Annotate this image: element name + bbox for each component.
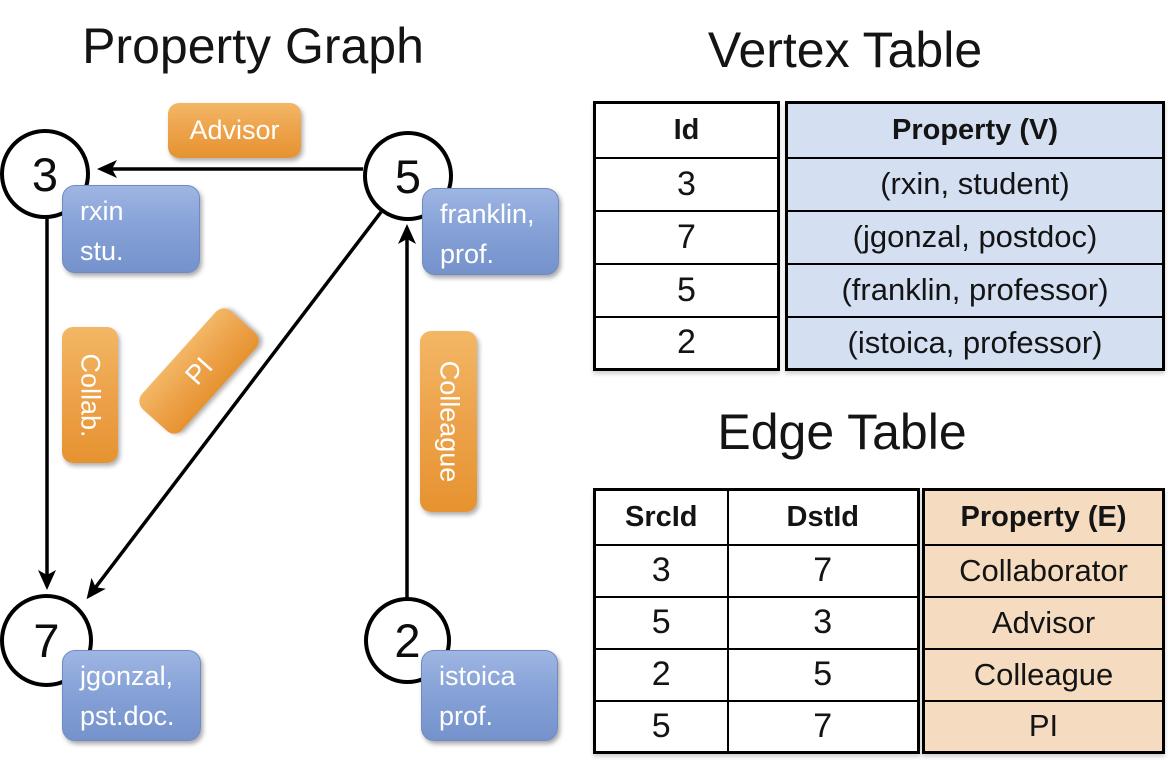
vertex-table-property-column: Property (V) (rxin, student) (jgonzal, p… xyxy=(785,101,1165,371)
edge-line-pi-5-to-7 xyxy=(86,210,383,600)
edge-table-header-dstid: DstId xyxy=(726,488,920,546)
vertex-property-line: rxin xyxy=(80,196,124,226)
vertex-property-line: jgonzal, xyxy=(80,661,174,691)
edge-table-header-property: Property (E) xyxy=(922,488,1165,546)
edge-label-colleague: Colleague xyxy=(420,331,477,512)
graph-edge-arrows xyxy=(38,160,416,600)
vertex-property-line: franklin, xyxy=(440,199,535,229)
edge-table-title: Edge Table xyxy=(717,404,967,460)
edge-dstid-cell: 5 xyxy=(726,647,920,702)
edge-table-id-columns: SrcId DstId 3 7 5 3 2 5 5 7 xyxy=(593,488,920,754)
vertex-property-box-2: istoica prof. xyxy=(421,650,558,741)
edge-label-text: Advisor xyxy=(189,115,280,145)
edge-srcid-cell: 5 xyxy=(593,595,729,650)
vertex-id-cell: 2 xyxy=(593,315,780,371)
vertex-property-line: istoica xyxy=(439,661,516,691)
edge-dstid-cell: 7 xyxy=(726,699,920,754)
edge-property-cell: Advisor xyxy=(922,595,1165,650)
vertex-property-box-7: jgonzal, pst.doc. xyxy=(62,650,201,741)
graph-node-2: 2 xyxy=(364,597,451,684)
vertex-table-header-id: Id xyxy=(593,101,780,159)
vertex-table-title: Vertex Table xyxy=(707,22,983,78)
edge-property-cell: Collaborator xyxy=(922,543,1165,598)
vertex-table-id-column: Id 3 7 5 2 xyxy=(593,101,780,371)
vertex-property-cell: (rxin, student) xyxy=(785,156,1165,212)
edge-dstid-cell: 7 xyxy=(726,543,920,598)
vertex-property-line: prof. xyxy=(440,239,495,269)
edge-srcid-cell: 5 xyxy=(593,699,729,754)
vertex-property-line: prof. xyxy=(439,701,494,731)
edge-table-header-srcid: SrcId xyxy=(593,488,729,546)
edge-label-advisor: Advisor xyxy=(168,103,301,158)
vertex-property-box-5: franklin, prof. xyxy=(422,188,559,275)
edge-label-collab: Collab. xyxy=(62,327,118,463)
vertex-property-line: stu. xyxy=(80,236,124,266)
edge-dstid-cell: 3 xyxy=(726,595,920,650)
vertex-property-line: pst.doc. xyxy=(80,701,175,731)
vertex-property-box-3: rxin stu. xyxy=(62,185,200,273)
edge-table-property-column: Property (E) Collaborator Advisor Collea… xyxy=(922,488,1165,754)
edge-label-text: Colleague xyxy=(434,360,464,483)
edge-srcid-cell: 2 xyxy=(593,647,729,702)
vertex-table-header-property: Property (V) xyxy=(785,101,1165,159)
vertex-id-cell: 3 xyxy=(593,156,780,212)
vertex-id-cell: 5 xyxy=(593,262,780,318)
vertex-property-cell: (istoica, professor) xyxy=(785,315,1165,371)
vertex-id-cell: 7 xyxy=(593,209,780,265)
vertex-property-cell: (franklin, professor) xyxy=(785,262,1165,318)
vertex-property-cell: (jgonzal, postdoc) xyxy=(785,209,1165,265)
edge-property-cell: PI xyxy=(922,699,1165,754)
edge-label-text: Collab. xyxy=(75,352,106,438)
edge-property-cell: Colleague xyxy=(922,647,1165,702)
edge-label-text: PI xyxy=(178,351,219,391)
edge-srcid-cell: 3 xyxy=(593,543,729,598)
graph-node-5: 5 xyxy=(363,131,453,221)
property-graph-title: Property Graph xyxy=(82,18,424,74)
